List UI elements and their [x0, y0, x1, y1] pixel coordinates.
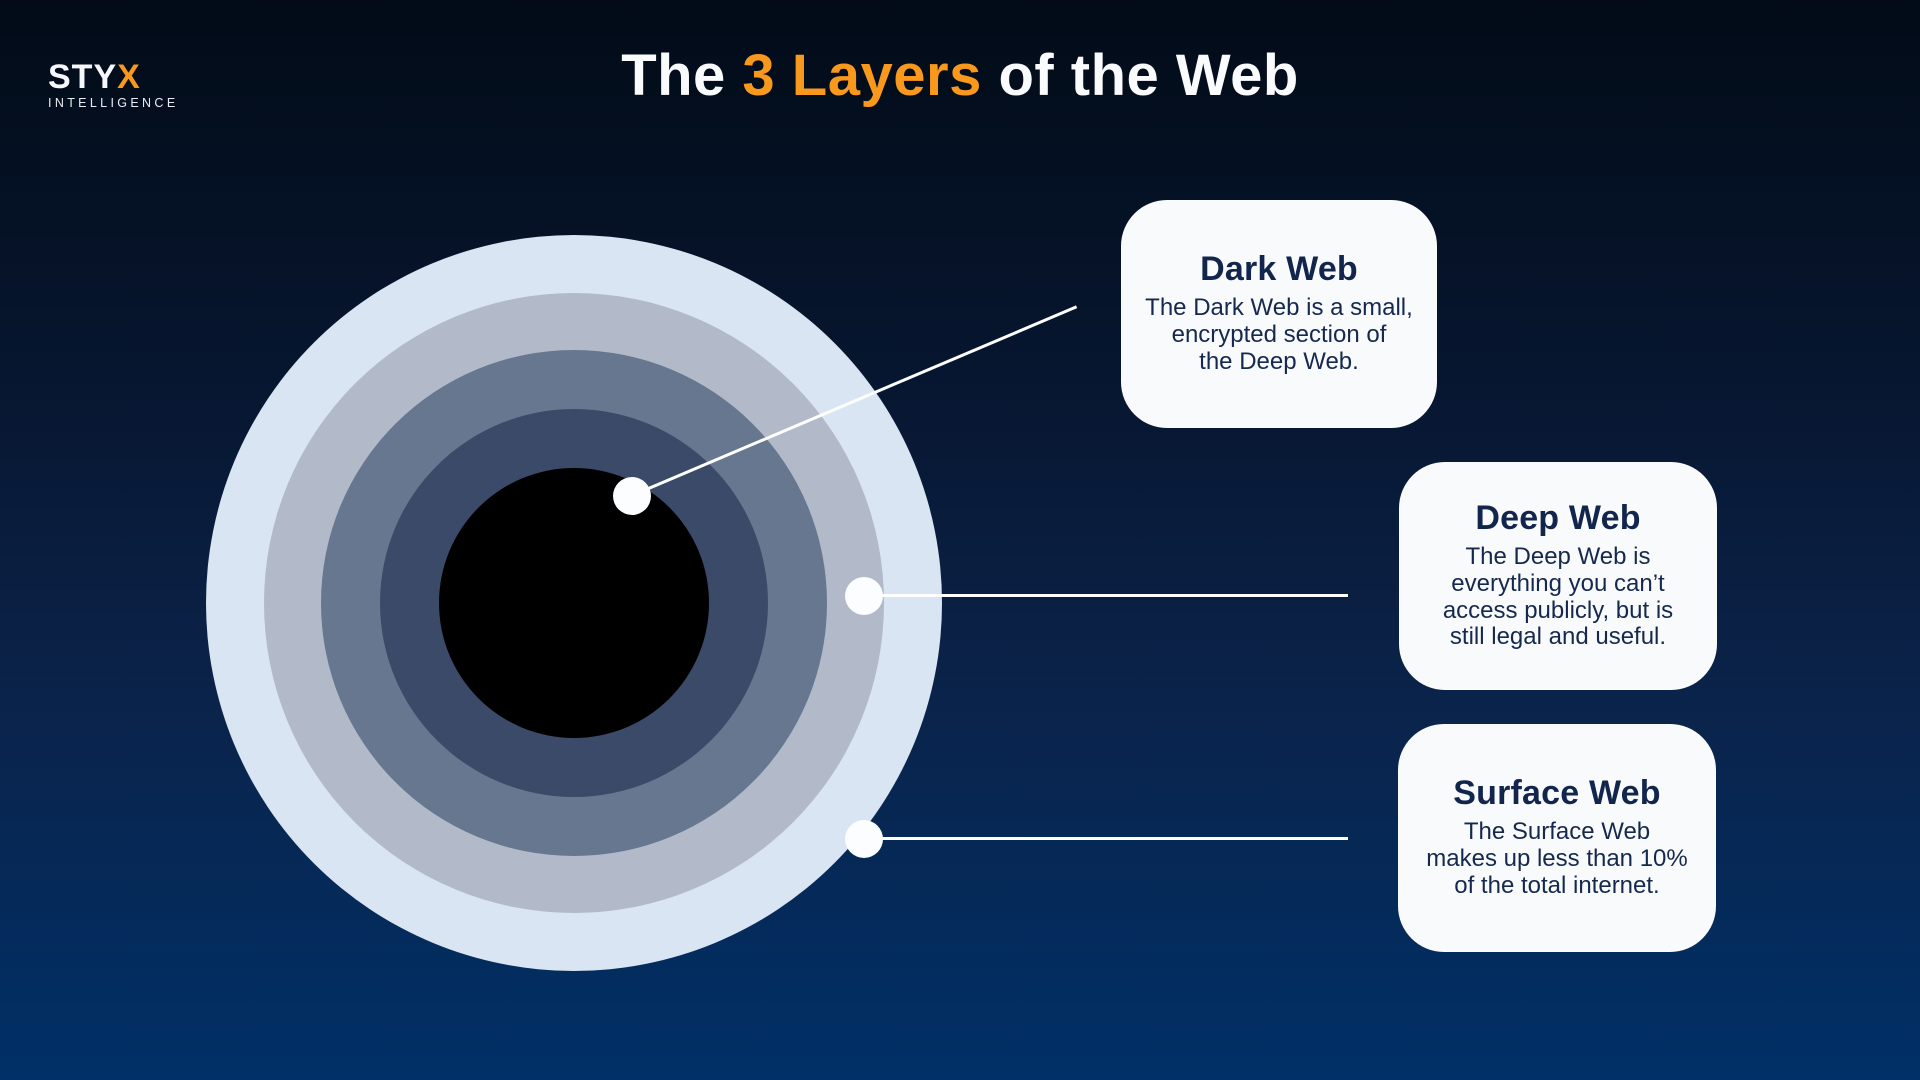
- page-title-highlight: 3 Layers: [742, 43, 982, 108]
- callout-card-surface-web: Surface Web The Surface Web makes up les…: [1398, 724, 1716, 952]
- connector-dot-surface-web: [845, 820, 883, 858]
- callout-card-deep-web: Deep Web The Deep Web is everything you …: [1399, 462, 1717, 690]
- callout-body-deep-web: The Deep Web is everything you can’t acc…: [1442, 542, 1674, 651]
- callout-title-dark-web: Dark Web: [1200, 250, 1358, 289]
- connector-dot-dark-web: [613, 477, 651, 515]
- styx-logo: STYX INTELLIGENCE: [48, 60, 179, 110]
- page-title-prefix: The: [621, 43, 743, 108]
- connector-dot-deep-web: [845, 577, 883, 615]
- connector-line-surface-web: [864, 837, 1348, 840]
- callout-body-surface-web: The Surface Web makes up less than 10% o…: [1426, 818, 1688, 899]
- callout-body-dark-web: The Dark Web is a small, encrypted secti…: [1145, 294, 1413, 375]
- logo-wordmark-main: STY: [48, 58, 118, 96]
- callout-title-deep-web: Deep Web: [1475, 498, 1641, 537]
- callout-title-surface-web: Surface Web: [1453, 774, 1661, 813]
- logo-tagline: INTELLIGENCE: [48, 96, 179, 110]
- logo-wordmark-accent: X: [117, 58, 141, 96]
- page-title-suffix: of the Web: [981, 43, 1299, 108]
- connector-line-deep-web: [864, 594, 1348, 597]
- dark-web-core-circle: [439, 468, 709, 738]
- logo-wordmark: STYX: [48, 60, 179, 94]
- callout-card-dark-web: Dark Web The Dark Web is a small, encryp…: [1121, 200, 1437, 428]
- page-title: The 3 Layers of the Web: [0, 44, 1920, 108]
